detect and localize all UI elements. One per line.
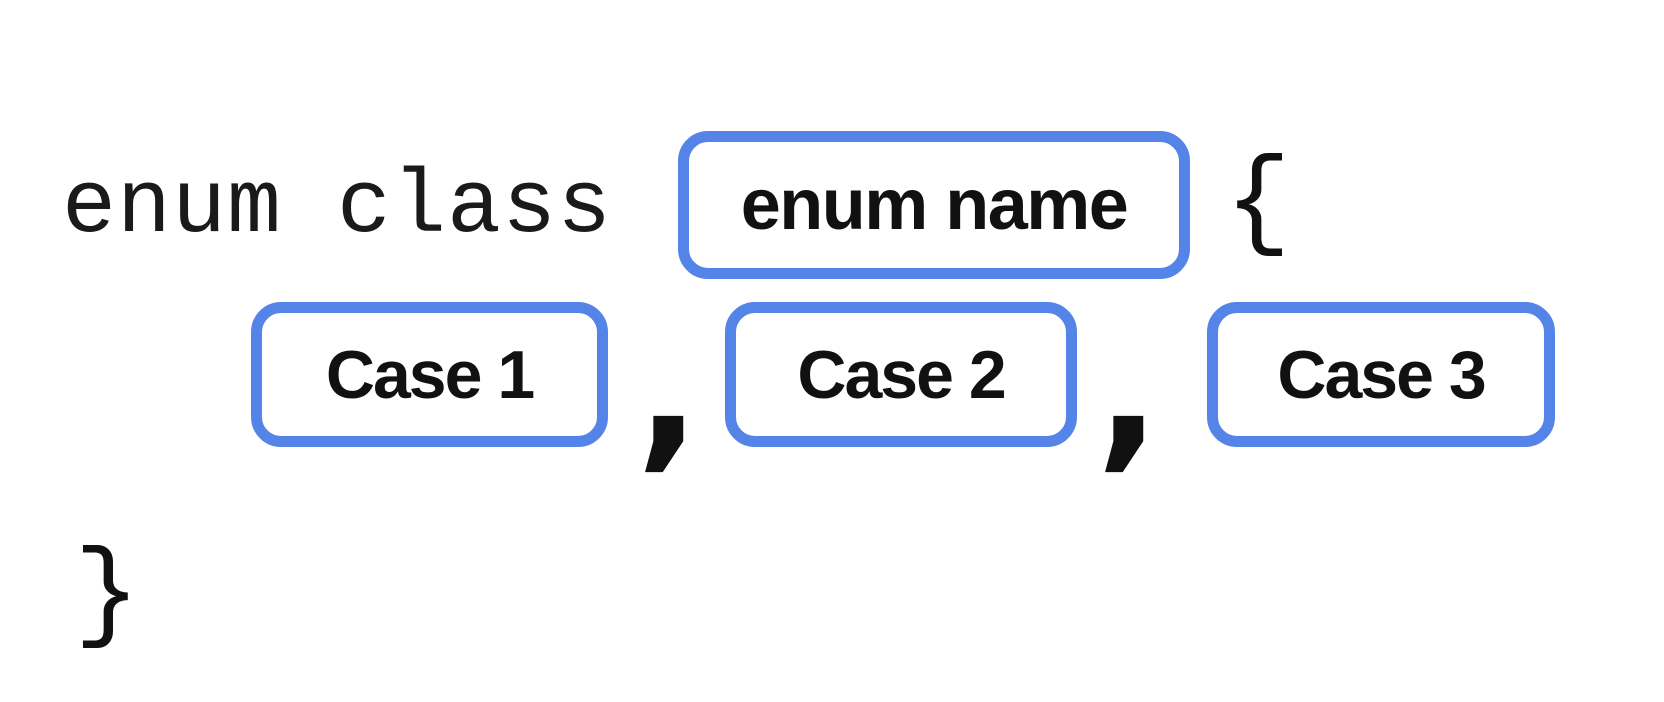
case-1-placeholder-box: Case 1 — [251, 302, 608, 447]
enum-class-keyword-text: enum class — [62, 157, 613, 259]
enum-name-placeholder-box: enum name — [678, 131, 1190, 279]
case-2-placeholder-box: Case 2 — [725, 302, 1077, 447]
enum-name-placeholder-label: enum name — [740, 165, 1129, 245]
case-2-placeholder-label: Case 2 — [797, 336, 1006, 413]
separator-comma-1: , — [636, 291, 701, 489]
separator-comma-2: , — [1096, 291, 1161, 489]
case-3-placeholder-box: Case 3 — [1207, 302, 1555, 447]
close-brace-text: } — [74, 534, 141, 659]
case-1-placeholder-label: Case 1 — [325, 336, 535, 413]
open-brace-text: { — [1225, 142, 1292, 267]
case-3-placeholder-label: Case 3 — [1277, 336, 1486, 413]
